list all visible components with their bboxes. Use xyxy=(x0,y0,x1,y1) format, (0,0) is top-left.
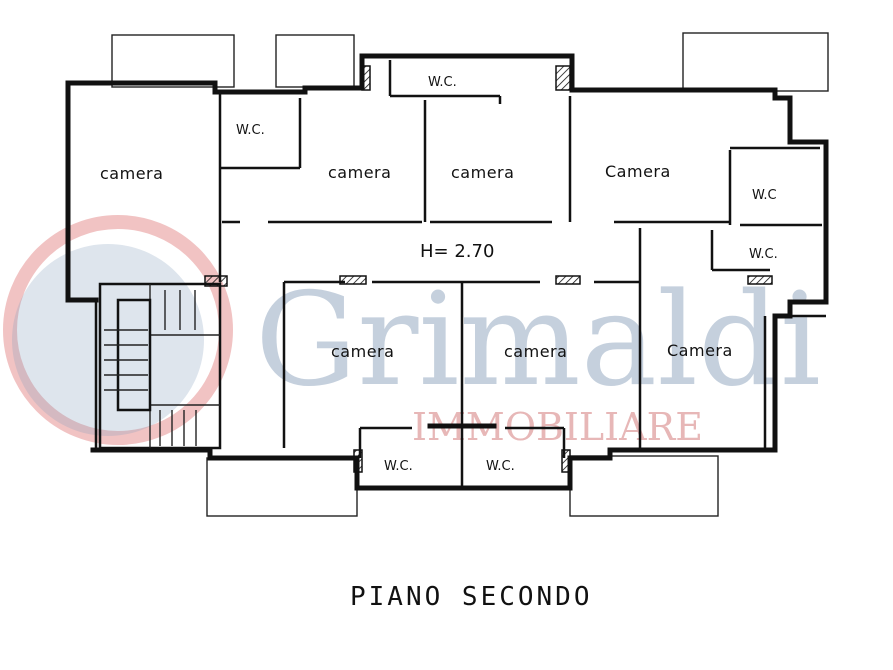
floor-title: PIANO SECONDO xyxy=(350,582,593,612)
wc-label-5: W.C. xyxy=(384,459,413,474)
watermark-ring-icon xyxy=(3,215,233,445)
room-label-camera-2: camera xyxy=(328,163,391,182)
room-label-camera-5: camera xyxy=(331,342,394,361)
wc-label-2: W.C. xyxy=(428,75,457,90)
pillars xyxy=(204,65,773,473)
balcony-top-center xyxy=(275,34,355,88)
staircase xyxy=(98,282,222,450)
wc-label-3: W.C xyxy=(752,188,777,203)
watermark-disc-icon xyxy=(12,244,204,436)
ceiling-height-label: H= 2.70 xyxy=(420,241,494,262)
balcony-bottom-right xyxy=(569,455,719,517)
wc-label-6: W.C. xyxy=(486,459,515,474)
room-label-camera-4: Camera xyxy=(605,162,671,181)
outer-walls xyxy=(65,53,829,491)
wc-label-4: W.C. xyxy=(749,247,778,262)
balcony-top-left xyxy=(111,34,235,88)
room-label-camera-7: Camera xyxy=(667,341,733,360)
interior-walls xyxy=(218,60,826,488)
balcony-top-right xyxy=(682,32,829,92)
room-label-camera-6: camera xyxy=(504,342,567,361)
room-label-camera-1: camera xyxy=(100,164,163,183)
watermark: Grimaldi IMMOBILIARE xyxy=(3,215,821,449)
room-label-camera-3: camera xyxy=(451,163,514,182)
wc-label-1: W.C. xyxy=(236,123,265,138)
balcony-bottom-left xyxy=(206,457,358,517)
watermark-brand: Grimaldi xyxy=(255,266,821,415)
room-labels: camera camera camera Camera camera camer… xyxy=(100,75,778,474)
